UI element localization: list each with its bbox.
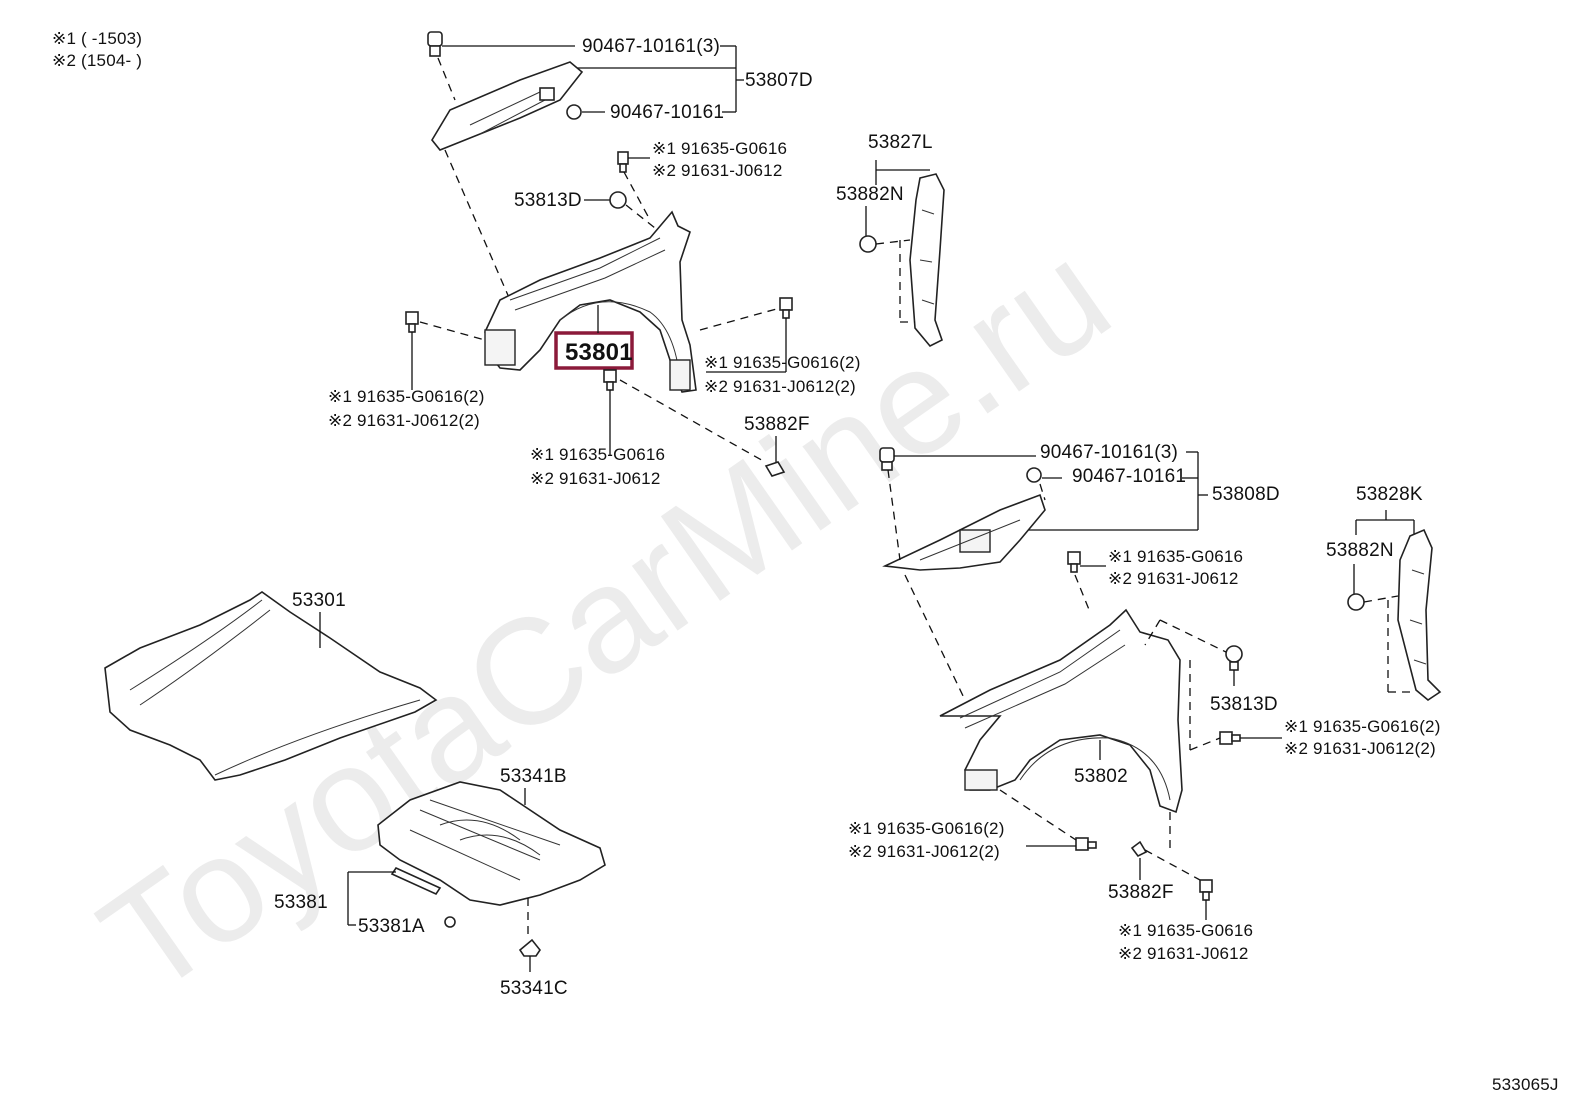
bolt-icon <box>1199 879 1213 901</box>
clip-icon <box>427 31 443 57</box>
label-2-bb[interactable]: ※2 91631-J0612 <box>1118 944 1248 963</box>
fender-liner-53828K <box>1397 528 1442 701</box>
label-2-mid-a[interactable]: ※2 91631-J0612 <box>1108 569 1238 588</box>
clip-icon <box>1347 593 1365 611</box>
front-fender-53802 <box>939 608 1183 814</box>
label-53808D[interactable]: 53808D <box>1212 484 1280 505</box>
bolt-icon <box>603 369 617 391</box>
bolt-icon <box>779 297 793 319</box>
label-53807D[interactable]: 53807D <box>745 70 813 91</box>
clip-icon <box>879 447 895 471</box>
label-2-top-a[interactable]: ※2 91631-J0612 <box>652 161 782 180</box>
bolt-icon <box>1075 837 1097 851</box>
clip-icon <box>518 938 541 957</box>
label-90467-10161-top[interactable]: 90467-10161 <box>610 102 724 123</box>
clip-icon <box>859 235 877 253</box>
label-53801[interactable]: 53801 <box>565 339 633 366</box>
label-53381A[interactable]: 53381A <box>358 916 425 937</box>
label-53301[interactable]: 53301 <box>292 590 346 611</box>
label-2-lt-2[interactable]: ※2 91631-J0612(2) <box>328 411 480 430</box>
label-1-rt-2[interactable]: ※1 91635-G0616(2) <box>704 353 861 372</box>
label-1-bot-a[interactable]: ※1 91635-G0616 <box>530 445 665 464</box>
fender-seal-53807D <box>431 61 584 151</box>
label-53341B[interactable]: 53341B <box>500 766 567 787</box>
bolt-icon <box>1219 731 1241 745</box>
label-53802[interactable]: 53802 <box>1074 766 1128 787</box>
label-53381[interactable]: 53381 <box>274 892 328 913</box>
label-1-lt-2[interactable]: ※1 91635-G0616(2) <box>328 387 485 406</box>
label-53827L[interactable]: 53827L <box>868 132 933 153</box>
label-2-rt-2[interactable]: ※2 91631-J0612(2) <box>704 377 856 396</box>
pad-53882F <box>764 461 786 477</box>
label-2-bot-a[interactable]: ※2 91631-J0612 <box>530 469 660 488</box>
label-53341C[interactable]: 53341C <box>500 978 568 999</box>
label-53882N-right[interactable]: 53882N <box>1326 540 1394 561</box>
fender-liner-53827L <box>909 173 945 347</box>
label-90467-10161-3-top[interactable]: 90467-10161(3) <box>582 36 720 57</box>
label-1-bb[interactable]: ※1 91635-G0616 <box>1118 921 1253 940</box>
screw-icon <box>566 104 582 120</box>
label-90467-10161-mid[interactable]: 90467-10161 <box>1072 466 1186 487</box>
hood-53301 <box>104 591 438 781</box>
label-53828K[interactable]: 53828K <box>1356 484 1423 505</box>
legend-line-1: ※1 ( -1503) <box>52 29 142 48</box>
label-53882N-top[interactable]: 53882N <box>836 184 904 205</box>
label-1-mid-a[interactable]: ※1 91635-G0616 <box>1108 547 1243 566</box>
diagram-id: 533065J <box>1492 1075 1559 1094</box>
bolt-icon <box>1067 551 1081 573</box>
bolt-icon <box>617 151 629 173</box>
label-2-b2[interactable]: ※2 91631-J0612(2) <box>848 842 1000 861</box>
label-1-top-a[interactable]: ※1 91635-G0616 <box>652 139 787 158</box>
fender-seal-53808D <box>882 493 1046 571</box>
label-53813D-top[interactable]: 53813D <box>514 190 582 211</box>
label-53813D-right[interactable]: 53813D <box>1210 694 1278 715</box>
front-fender-53801 <box>484 210 697 393</box>
clip-icon <box>609 191 627 209</box>
screw-icon <box>1026 467 1042 483</box>
label-1-b2[interactable]: ※1 91635-G0616(2) <box>848 819 1005 838</box>
clip-icon <box>444 916 456 928</box>
label-90467-10161-3-mid[interactable]: 90467-10161(3) <box>1040 442 1178 463</box>
label-1-r2[interactable]: ※1 91635-G0616(2) <box>1284 717 1441 736</box>
label-53882F-top[interactable]: 53882F <box>744 414 810 435</box>
pad-53882F <box>1130 840 1148 858</box>
selected-part-highlight <box>554 331 634 370</box>
bolt-icon <box>405 311 419 333</box>
label-2-r2[interactable]: ※2 91631-J0612(2) <box>1284 739 1436 758</box>
legend-line-2: ※2 (1504- ) <box>52 51 142 70</box>
label-53882F-bot[interactable]: 53882F <box>1108 882 1174 903</box>
clip-icon <box>1225 645 1243 671</box>
engine-under-cover-53341B <box>377 781 606 906</box>
